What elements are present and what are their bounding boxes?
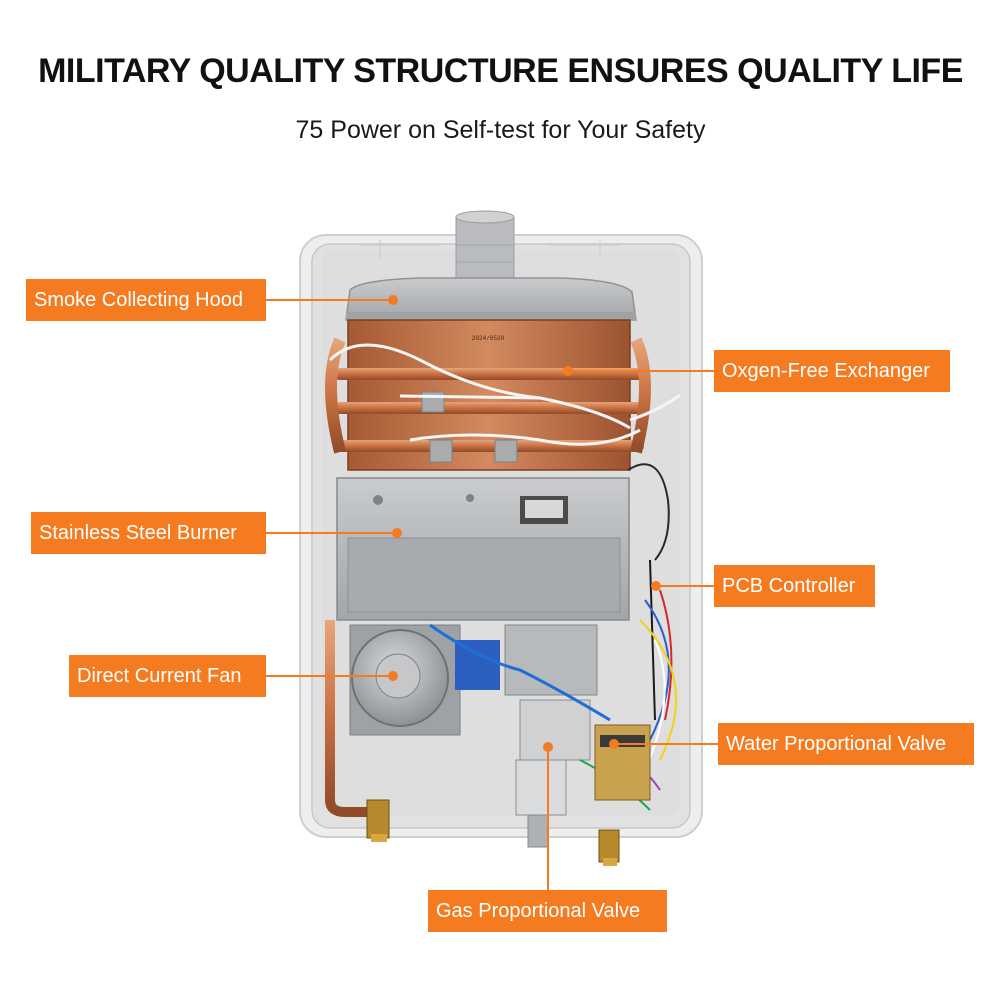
blue-wire bbox=[429, 623, 611, 722]
callout-pcb-controller: PCB Controller bbox=[714, 565, 875, 607]
smoke-hood bbox=[345, 277, 637, 321]
callout-water-proportional-valve: Water Proportional Valve bbox=[718, 723, 974, 765]
callout-smoke-collecting-hood: Smoke Collecting Hood bbox=[26, 279, 266, 321]
callout-lines bbox=[266, 295, 718, 890]
callout-oxgen-free-exchanger: Oxgen-Free Exchanger bbox=[714, 350, 950, 392]
water-valve bbox=[594, 724, 651, 801]
callout-direct-current-fan: Direct Current Fan bbox=[69, 655, 266, 697]
burner bbox=[336, 477, 630, 621]
heat-exchanger: 2024/0520 bbox=[325, 319, 651, 471]
left-pipe bbox=[325, 620, 372, 817]
headline: MILITARY QUALITY STRUCTURE ENSURES QUALI… bbox=[38, 52, 963, 90]
flue-pipe bbox=[455, 210, 515, 286]
fan bbox=[349, 624, 500, 736]
wires-top bbox=[328, 343, 681, 446]
bottom-fittings bbox=[366, 799, 620, 866]
subheadline: 75 Power on Self-test for Your Safety bbox=[295, 116, 706, 144]
callout-gas-proportional-valve: Gas Proportional Valve bbox=[428, 890, 667, 932]
wires-top-dark bbox=[627, 463, 670, 561]
svg-text:2024/0520: 2024/0520 bbox=[472, 335, 505, 342]
gas-valve-block bbox=[504, 624, 598, 848]
callout-stainless-steel-burner: Stainless Steel Burner bbox=[31, 512, 266, 554]
